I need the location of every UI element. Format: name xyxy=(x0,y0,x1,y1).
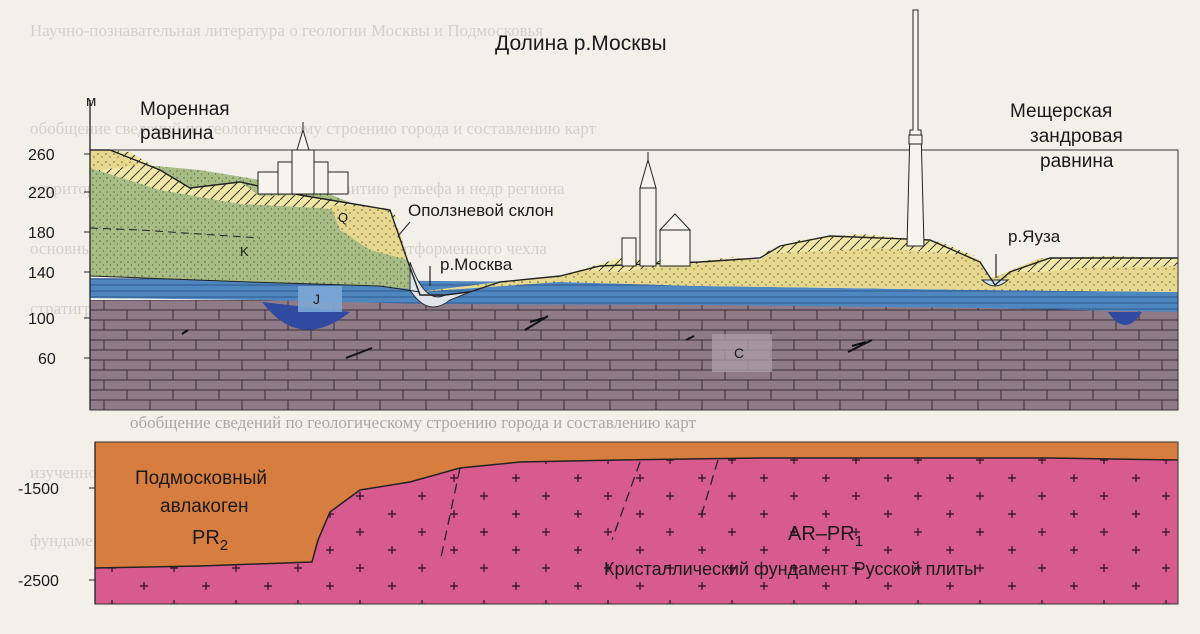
aulacogen-label: авлакоген xyxy=(160,496,249,517)
tick-label: 260 xyxy=(28,147,55,164)
moraine-plain-label: равнина xyxy=(140,123,214,144)
tick-label: 140 xyxy=(28,265,55,282)
depth-axis: -1500 -2500 xyxy=(18,442,96,604)
aulacogen-label: Подмосковный xyxy=(135,468,267,489)
meshchera-plain-label: зандровая xyxy=(1030,126,1123,147)
layer-c-label: C xyxy=(734,345,744,361)
carboniferous-layer xyxy=(90,300,1178,410)
moskva-river-channel xyxy=(409,261,471,308)
cretaceous-layer xyxy=(90,160,420,290)
lower-section xyxy=(94,441,1179,605)
lens-left xyxy=(262,302,350,330)
depth-tick-label: -1500 xyxy=(18,481,59,498)
quaternary-terraces xyxy=(418,236,1178,292)
tv-tower-icon xyxy=(906,9,925,247)
layer-k-label: K xyxy=(240,244,249,259)
surface-profile xyxy=(90,149,1178,296)
moraine-plain-label: Моренная xyxy=(140,99,230,120)
tick-label: 180 xyxy=(28,225,55,242)
pr2-label: PR2 xyxy=(192,527,228,554)
basement-surface-line xyxy=(94,457,1179,569)
university-building-icon xyxy=(257,122,349,195)
lens-right xyxy=(1108,312,1142,325)
quaternary-cap-left xyxy=(90,150,400,220)
depth-tick-label: -2500 xyxy=(18,573,59,590)
cretaceous-base-line xyxy=(89,275,421,293)
layer-j-label: J xyxy=(313,291,320,307)
carboniferous-label-patch xyxy=(712,334,772,372)
aulacogen-layer xyxy=(95,442,1178,568)
meshchera-plain-label: равнина xyxy=(1040,151,1114,172)
quaternary-q-body xyxy=(330,205,408,260)
meshchera-plain-label: Мещерская xyxy=(1010,101,1112,122)
tick-label: 220 xyxy=(28,185,55,202)
tick-label: 60 xyxy=(38,351,56,368)
landslide-slope-label: Оползневой склон xyxy=(408,201,554,220)
jurassic-label-patch xyxy=(298,286,342,312)
layer-q-label: Q xyxy=(338,210,348,225)
tick-label: 100 xyxy=(28,311,55,328)
fault-lines xyxy=(439,459,719,563)
yauza-river-label: р.Яуза xyxy=(1008,227,1061,246)
kremlin-tower-icon xyxy=(621,152,692,267)
yauza-river-channel xyxy=(980,279,1010,287)
terrace-hatch-3 xyxy=(1010,256,1178,272)
axis-unit: м xyxy=(86,93,96,110)
upper-section xyxy=(89,9,1179,411)
diagram-title: Долина р.Москвы xyxy=(495,32,667,55)
elevation-axis: м 260 220 180 140 100 60 xyxy=(28,93,96,410)
quaternary-sand-left xyxy=(90,150,140,170)
moskva-river-label: р.Москва xyxy=(440,255,513,274)
fault-marks xyxy=(181,315,873,359)
jurassic-layer xyxy=(90,278,1178,312)
landslide-pointer xyxy=(397,221,411,237)
dashed-contact xyxy=(89,227,261,239)
ar-pr1-label: AR–PR1 xyxy=(788,523,863,550)
basement-label: Кристаллический фундамент Русской плиты xyxy=(604,559,977,579)
